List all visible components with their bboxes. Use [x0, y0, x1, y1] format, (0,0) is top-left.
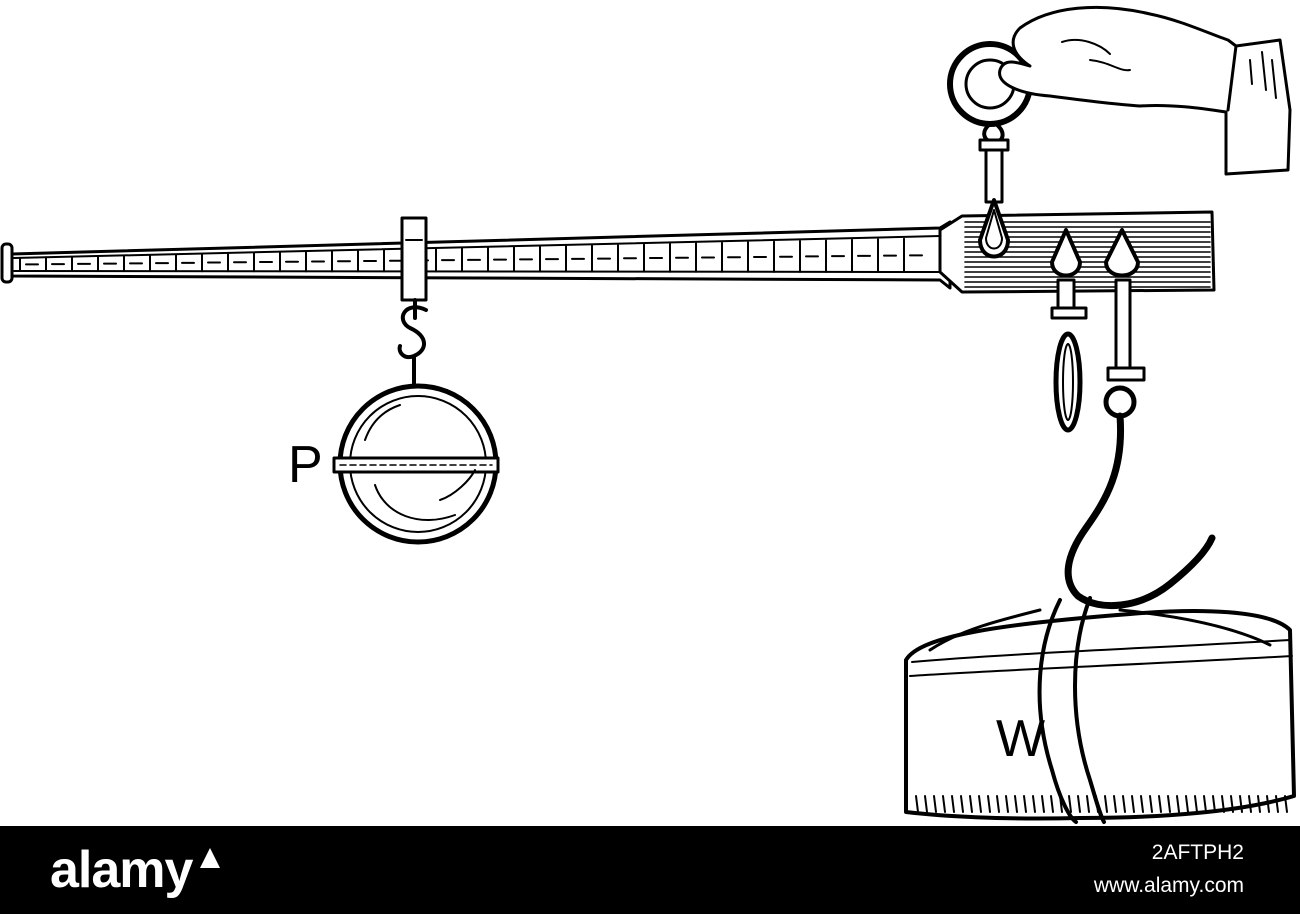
label-w: W: [996, 710, 1045, 768]
weight-hook: [1064, 385, 1216, 610]
steelyard-beam: [0, 220, 952, 290]
label-p: P: [288, 436, 323, 494]
fulcrum-hooks: [1050, 228, 1146, 433]
brand-text: alamy: [50, 841, 193, 899]
brand-logo: alamy: [50, 840, 222, 900]
brand-mark-icon: [200, 848, 221, 868]
site-url[interactable]: www.alamy.com: [1093, 874, 1244, 897]
counterpoise-ball: [332, 383, 500, 545]
suspension-ring: [947, 41, 1033, 259]
weight-block: [904, 596, 1296, 824]
poise-hanger: [397, 216, 428, 388]
image-id: 2AFTPH2: [1151, 841, 1244, 864]
hand: [998, 5, 1292, 176]
steelyard-illustration: P W: [0, 5, 1296, 824]
footer-bar: alamy 2AFTPH2 www.alamy.com: [0, 826, 1300, 914]
